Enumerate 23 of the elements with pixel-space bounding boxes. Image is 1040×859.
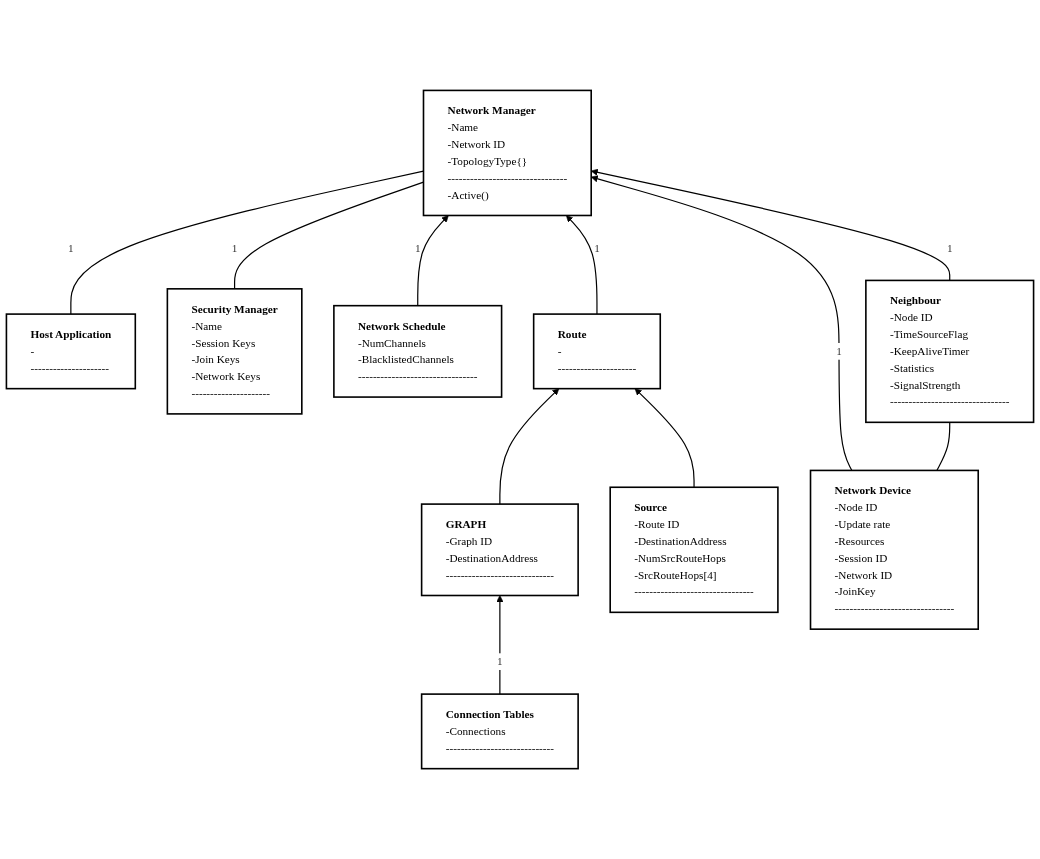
node-box <box>865 279 1035 424</box>
node-box <box>532 313 662 390</box>
node-box <box>422 89 592 217</box>
node-box <box>333 304 503 398</box>
node-box <box>609 486 779 614</box>
edge-label: 1 <box>594 241 600 254</box>
node-box <box>420 503 579 597</box>
arrow <box>634 388 695 488</box>
edge-label: 1 <box>946 241 953 254</box>
node-box <box>809 469 979 630</box>
node-box <box>5 313 137 390</box>
edge-label: 1 <box>497 655 503 668</box>
edge-label: 1 <box>231 241 238 254</box>
node-box <box>420 693 579 770</box>
connector <box>936 421 951 471</box>
arrow <box>499 388 560 505</box>
edge-label: 1 <box>414 241 421 254</box>
edge-label: 1 <box>68 241 74 254</box>
arrow <box>496 595 504 695</box>
edge-label: 1 <box>836 345 842 358</box>
arrow <box>417 215 449 307</box>
node-box <box>166 288 303 415</box>
arrow <box>566 215 598 315</box>
